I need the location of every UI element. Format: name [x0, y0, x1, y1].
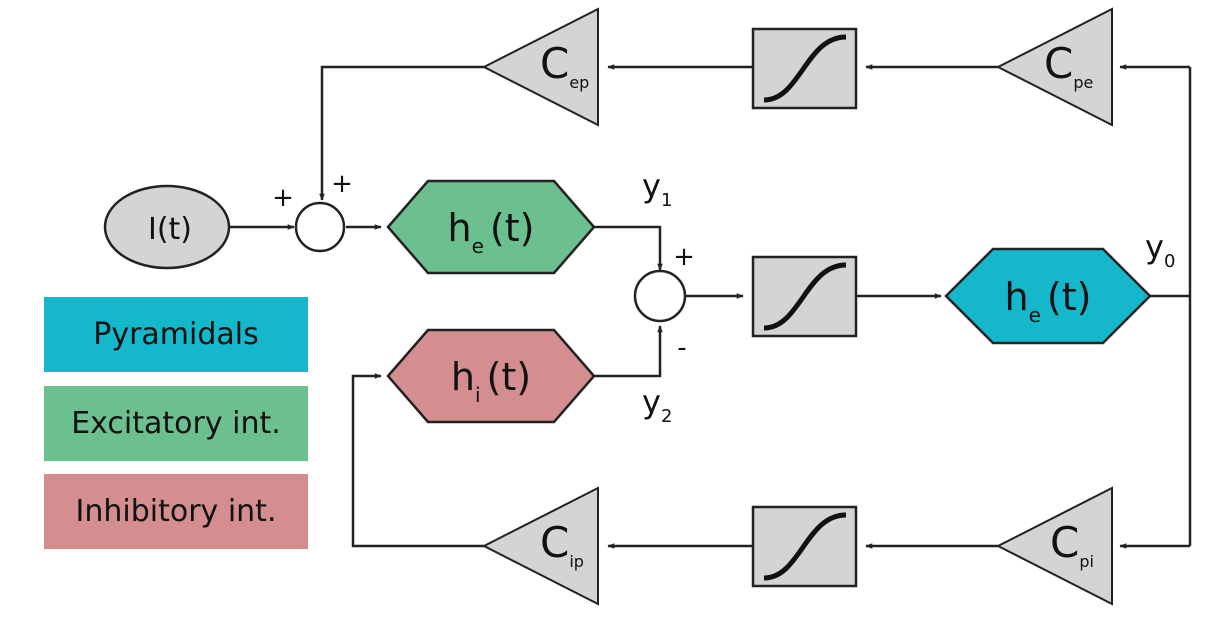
- he-right-label: he(t): [1005, 275, 1092, 327]
- sigmoid-icon: [763, 512, 847, 581]
- gain-cpe: Cpe: [995, 7, 1113, 127]
- summing-junction-icon: [633, 269, 687, 323]
- summing-junction-icon: [294, 201, 346, 253]
- sigmoid-icon: [763, 262, 847, 331]
- gain-cpi-label: Cpi: [1050, 518, 1094, 571]
- legend-excitatory-label: Excitatory int.: [71, 406, 281, 441]
- hi-label: hi(t): [451, 355, 531, 407]
- legend-inhibitory-label: Inhibitory int.: [75, 494, 277, 529]
- wire-y1-to-sum2: [594, 225, 663, 271]
- signal-y0-label: y0: [1145, 228, 1175, 272]
- legend-pyramidals: Pyramidals: [44, 297, 308, 372]
- sigmoid-icon: [763, 34, 847, 103]
- sign-sum2-bottom: -: [677, 333, 686, 363]
- wire-cep-to-sum1: [319, 65, 484, 201]
- sign-sum1-left: +: [272, 183, 294, 213]
- gain-cip: Cip: [481, 486, 599, 606]
- he-top-block: he(t): [386, 179, 596, 275]
- gain-cpi: Cpi: [995, 486, 1113, 606]
- gain-cip-label: Cip: [540, 518, 584, 571]
- input-label: I(t): [148, 212, 192, 247]
- gain-cep-label: Cep: [540, 39, 589, 92]
- connections: [230, 64, 1192, 549]
- wire-cip-to-hi: [351, 373, 484, 548]
- legend-pyramidals-label: Pyramidals: [93, 317, 259, 352]
- gain-cpe-label: Cpe: [1044, 39, 1093, 92]
- signal-y1-label: y1: [642, 167, 672, 211]
- he-top-label: he(t): [448, 206, 535, 258]
- sign-sum2-top: +: [673, 242, 695, 272]
- sigmoid-block-bottom: [751, 505, 858, 588]
- input-node: I(t): [103, 184, 231, 270]
- legend-inhibitory: Inhibitory int.: [44, 474, 308, 549]
- gain-cep: Cep: [481, 7, 599, 127]
- signal-y2-label: y2: [642, 383, 672, 427]
- he-right-block: he(t): [944, 247, 1152, 345]
- sigmoid-block-top: [751, 27, 858, 110]
- legend-excitatory: Excitatory int.: [44, 386, 308, 461]
- wire-y2-to-sum2: [594, 325, 663, 378]
- sigmoid-block-middle: [751, 255, 858, 338]
- hi-block: hi(t): [386, 328, 596, 424]
- sign-sum1-top: +: [331, 169, 353, 199]
